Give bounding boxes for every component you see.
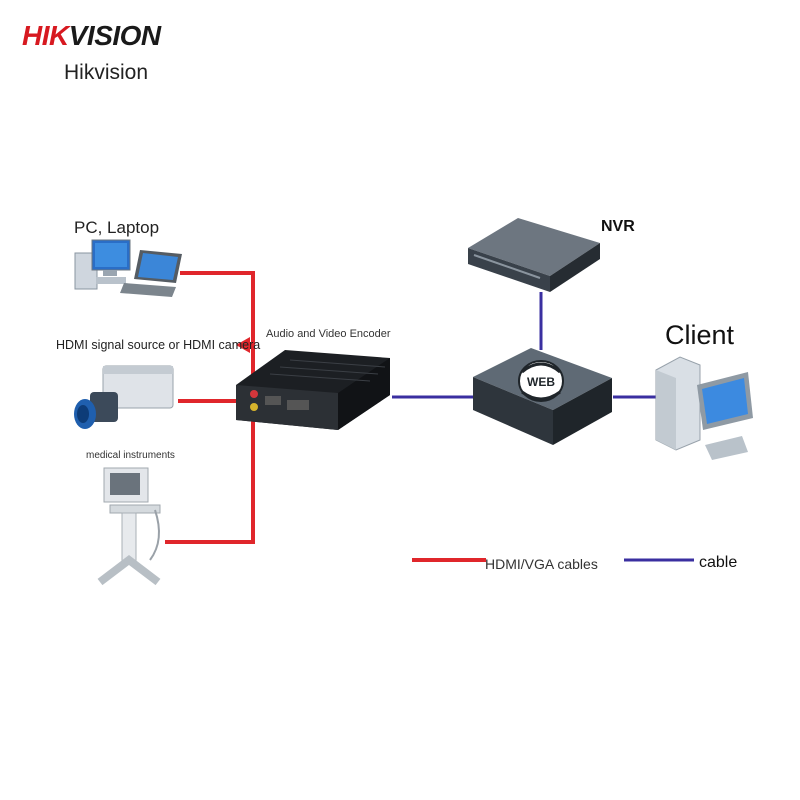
logo-prefix: HIK — [22, 20, 69, 51]
hdmi-source-label: HDMI signal source or HDMI camera — [56, 338, 261, 352]
nvr-label: NVR — [601, 218, 635, 235]
encoder-label: Audio and Video Encoder — [266, 328, 391, 340]
client-icon — [655, 356, 753, 460]
network-cables — [392, 292, 658, 399]
laptop-icon — [120, 250, 182, 297]
legend-hdmi-label: HDMI/VGA cables — [485, 556, 598, 572]
legend-network-label: cable — [699, 554, 738, 571]
web-label: WEB — [527, 375, 555, 389]
nvr-icon — [468, 218, 600, 292]
brand-name: Hikvision — [64, 61, 149, 84]
medical-instruments-label: medical instruments — [86, 450, 175, 461]
encoder-icon — [236, 350, 390, 430]
logo-suffix: VISION — [68, 20, 161, 51]
hikvision-logo: HIKVISION — [22, 20, 161, 52]
medical-instrument-icon — [97, 467, 161, 586]
pc-laptop-label: PC, Laptop — [74, 218, 160, 237]
cable-arrow — [236, 337, 250, 353]
client-label: Client — [665, 320, 735, 350]
web-switch-icon: WEB — [473, 348, 612, 445]
camera-icon — [74, 365, 174, 429]
pc-icon — [74, 239, 131, 290]
